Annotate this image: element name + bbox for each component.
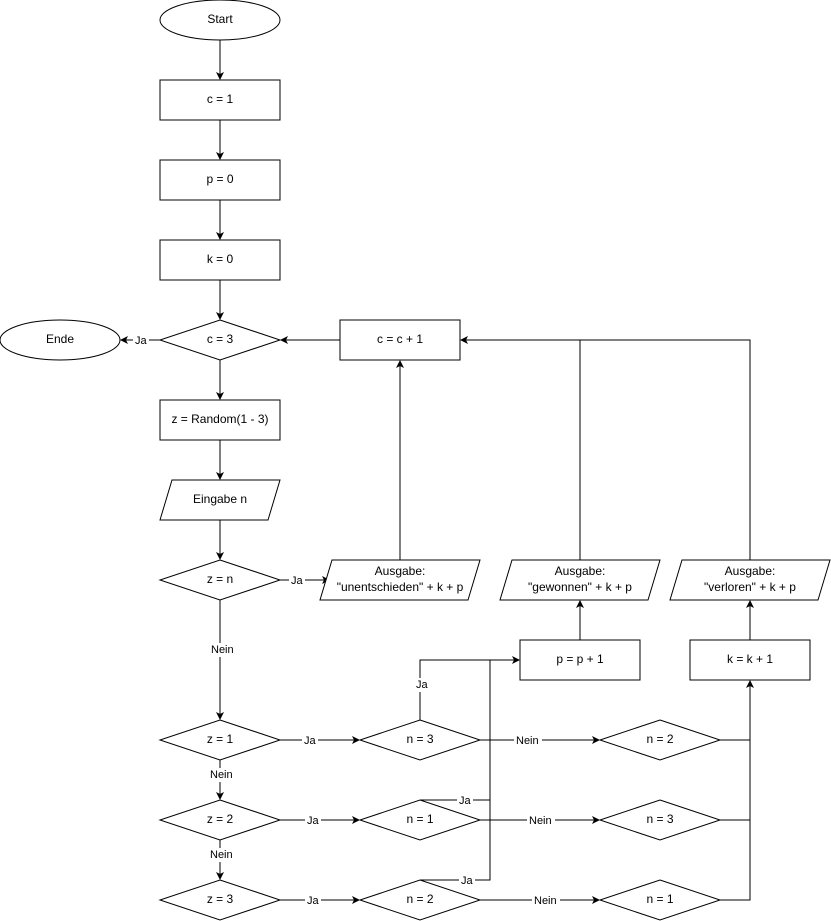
node-cond-z3-label: z = 3 [207, 892, 234, 906]
node-cond-z1-label: z = 1 [207, 732, 234, 746]
node-cond-n2-a-label: n = 2 [406, 892, 433, 906]
node-out-won: Ausgabe: "gewonnen" + k + p [499, 559, 661, 601]
edge-label-nein: Nein [210, 769, 233, 781]
node-random-label: z = Random(1 - 3) [171, 412, 268, 426]
edge-labels: Ja Ja Nein Nein Nein Ja Ja Ja Nein Nein … [133, 333, 560, 907]
node-cond-z2: z = 2 [158, 799, 282, 841]
node-cond-n3-a-label: n = 3 [406, 732, 433, 746]
node-cond-zn-label: z = n [207, 572, 233, 586]
node-out-draw-label-2: "unentschieden" + k + p [337, 580, 464, 594]
node-out-won-label-1: Ausgabe: [555, 564, 606, 578]
node-cond-n1-b-label: n = 1 [646, 892, 673, 906]
node-cond-z1: z = 1 [158, 719, 282, 761]
node-start: Start [159, 0, 281, 41]
edge-out-lost-to-c-inc [580, 339, 751, 560]
node-input: Eingabe n [159, 479, 281, 521]
node-p-inc-label: p = p + 1 [556, 652, 604, 666]
node-cond-c3: c = 3 [158, 319, 282, 361]
node-cond-c3-label: c = 3 [207, 332, 234, 346]
edge-label-ja: Ja [307, 815, 320, 827]
node-p-init-label: p = 0 [206, 172, 233, 186]
node-k-init-label: k = 0 [207, 252, 234, 266]
node-out-lost: Ausgabe: "verloren" + k + p [669, 559, 831, 601]
edge-n2a-to-p-inc [420, 800, 491, 881]
edge-label-ja: Ja [304, 735, 317, 747]
node-cond-n2-b: n = 2 [598, 719, 722, 761]
edge-label-ja: Ja [307, 895, 320, 907]
node-cond-n3-b: n = 3 [598, 799, 722, 841]
node-c-inc-label: c = c + 1 [377, 332, 423, 346]
node-cond-n1-a-label: n = 1 [406, 812, 433, 826]
edge-label-nein: Nein [534, 895, 557, 907]
node-cond-z2-label: z = 2 [207, 812, 234, 826]
node-k-init: k = 0 [159, 239, 281, 281]
node-k-inc-label: k = k + 1 [727, 652, 773, 666]
node-k-inc: k = k + 1 [689, 639, 811, 681]
node-out-draw-label-1: Ausgabe: [375, 564, 426, 578]
node-input-label: Eingabe n [193, 492, 247, 506]
node-out-draw: Ausgabe: "unentschieden" + k + p [319, 559, 481, 601]
edge-n3a-to-p-inc [419, 656, 520, 720]
node-cond-n1-a: n = 1 [358, 799, 482, 841]
node-cond-zn: z = n [158, 559, 282, 601]
edge-label-ja: Ja [291, 575, 304, 587]
node-c-inc: c = c + 1 [339, 319, 461, 361]
edge-n1b-to-k-inc [720, 680, 754, 901]
node-cond-n2-a: n = 2 [358, 879, 482, 921]
edge-label-ja: Ja [461, 875, 474, 887]
node-p-init: p = 0 [159, 159, 281, 201]
node-end-label: Ende [46, 332, 74, 346]
node-random: z = Random(1 - 3) [159, 399, 281, 441]
edge-label-nein: Nein [210, 849, 233, 861]
node-cond-n2-b-label: n = 2 [646, 732, 673, 746]
edge-label-ja: Ja [459, 795, 472, 807]
edge-label-ja: Ja [135, 335, 148, 347]
node-c-init: c = 1 [159, 79, 281, 121]
edge-label-ja: Ja [416, 679, 429, 691]
node-cond-z3: z = 3 [158, 879, 282, 921]
node-out-lost-label-1: Ausgabe: [725, 564, 776, 578]
edge-label-nein: Nein [211, 644, 234, 656]
node-cond-n3-b-label: n = 3 [646, 812, 673, 826]
edge-label-nein: Nein [516, 735, 539, 747]
edge-label-nein: Nein [529, 815, 552, 827]
node-out-won-label-2: "gewonnen" + k + p [528, 580, 632, 594]
node-cond-n1-b: n = 1 [598, 879, 722, 921]
node-p-inc: p = p + 1 [519, 639, 641, 681]
node-out-lost-label-2: "verloren" + k + p [704, 580, 796, 594]
node-cond-n3-a: n = 3 [358, 719, 482, 761]
node-c-init-label: c = 1 [207, 92, 234, 106]
edges [120, 40, 754, 904]
node-start-label: Start [207, 12, 233, 26]
node-end: Ende [0, 319, 121, 361]
edge-out-won-to-c-inc [460, 336, 581, 560]
